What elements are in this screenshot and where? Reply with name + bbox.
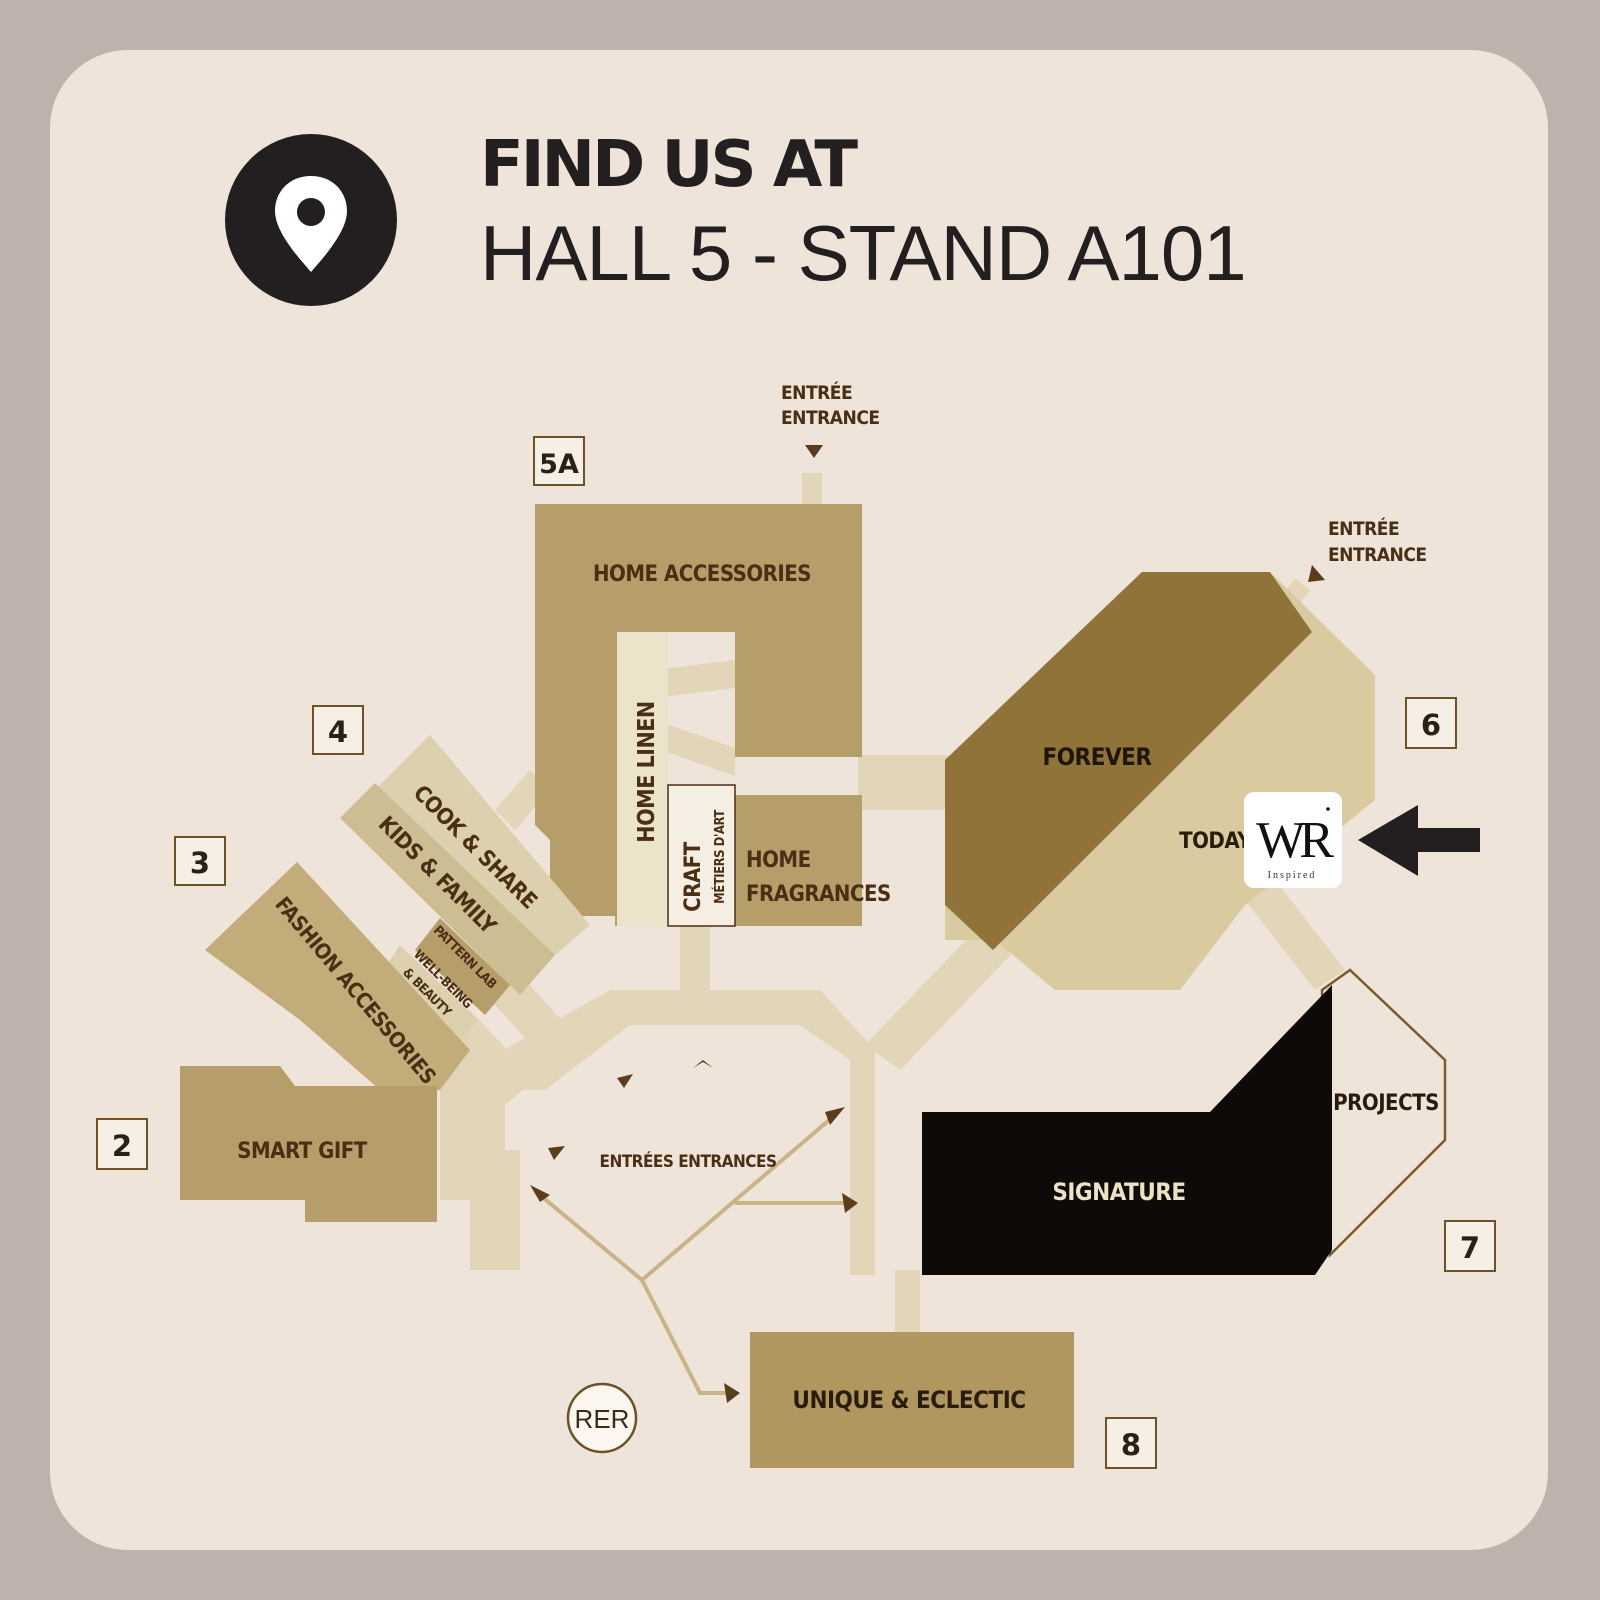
unique-eclectic-label: UNIQUE & ECLECTIC	[792, 1386, 1025, 1414]
svg-text:2: 2	[112, 1129, 132, 1163]
cook-share-block[interactable]	[375, 735, 590, 955]
svg-text:5A: 5A	[539, 449, 579, 480]
hall-2-marker: 2	[96, 1118, 148, 1170]
entrances-center-label: ENTRÉES ENTRANCES	[600, 1150, 777, 1172]
hall-5a-marker: 5A	[533, 436, 585, 486]
svg-text:WR: WR	[1256, 812, 1334, 869]
wr-inspired-logo[interactable]: WR Inspired	[1244, 792, 1342, 888]
today-label: TODAY	[1179, 829, 1252, 854]
entrance-paths	[538, 1113, 850, 1395]
rer-station-marker: RER	[566, 1382, 638, 1454]
svg-text:4: 4	[328, 715, 348, 749]
forever-block[interactable]	[945, 572, 1312, 950]
home-label: HOME	[746, 848, 811, 873]
smart-gift-label: SMART GIFT	[237, 1139, 368, 1164]
entrance-top-fr: ENTRÉE	[781, 381, 852, 404]
home-fragrances-block[interactable]	[735, 795, 862, 926]
hall-8-marker: 8	[1105, 1417, 1157, 1469]
home-linen-block[interactable]	[617, 632, 668, 926]
signature-block[interactable]	[922, 985, 1332, 1275]
fragrances-label: FRAGRANCES	[746, 882, 891, 907]
projects-block[interactable]	[1320, 968, 1447, 1258]
hall-6-marker: 6	[1405, 697, 1457, 749]
entrance-right-en: ENTRANCE	[1328, 544, 1427, 566]
corridors	[440, 473, 1345, 1335]
map-pin-icon	[225, 134, 397, 306]
find-us-title: FIND US AT	[480, 128, 858, 202]
home-accessories-block[interactable]	[535, 504, 862, 926]
forever-label: FOREVER	[1042, 743, 1152, 771]
well-being-block[interactable]	[380, 945, 478, 1048]
hall-4-marker: 4	[312, 705, 364, 755]
hall-7-marker: 7	[1444, 1220, 1496, 1272]
smart-gift-block[interactable]	[180, 1066, 437, 1222]
entrance-top-en: ENTRANCE	[781, 407, 880, 429]
metiers-dart-label: MÉTIERS D'ART	[712, 810, 728, 904]
entrance-arrowheads	[530, 445, 1325, 1403]
svg-text:6: 6	[1421, 708, 1441, 742]
arrow-left-icon	[1358, 805, 1480, 876]
svg-text:3: 3	[190, 846, 210, 880]
svg-text:8: 8	[1121, 1428, 1141, 1462]
fashion-accessories-block[interactable]	[205, 862, 470, 1090]
projects-label: PROJECTS	[1333, 1091, 1439, 1116]
home-accessories-label: HOME ACCESSORIES	[593, 562, 811, 587]
stand-location: HALL 5 - STAND A101	[480, 209, 1247, 297]
kids-family-block[interactable]	[340, 783, 555, 995]
svg-text:Inspired: Inspired	[1268, 870, 1317, 881]
svg-text:7: 7	[1460, 1231, 1480, 1265]
craft-block[interactable]	[667, 784, 736, 927]
entrance-right-fr: ENTRÉE	[1328, 517, 1399, 540]
svg-text:RER: RER	[575, 1404, 630, 1434]
craft-label: CRAFT	[681, 841, 706, 912]
pattern-lab-block[interactable]	[415, 918, 510, 1015]
home-linen-label: HOME LINEN	[634, 701, 660, 843]
signature-label: SIGNATURE	[1052, 1178, 1185, 1206]
hall-3-marker: 3	[174, 836, 226, 886]
unique-eclectic-block[interactable]	[750, 1332, 1074, 1468]
